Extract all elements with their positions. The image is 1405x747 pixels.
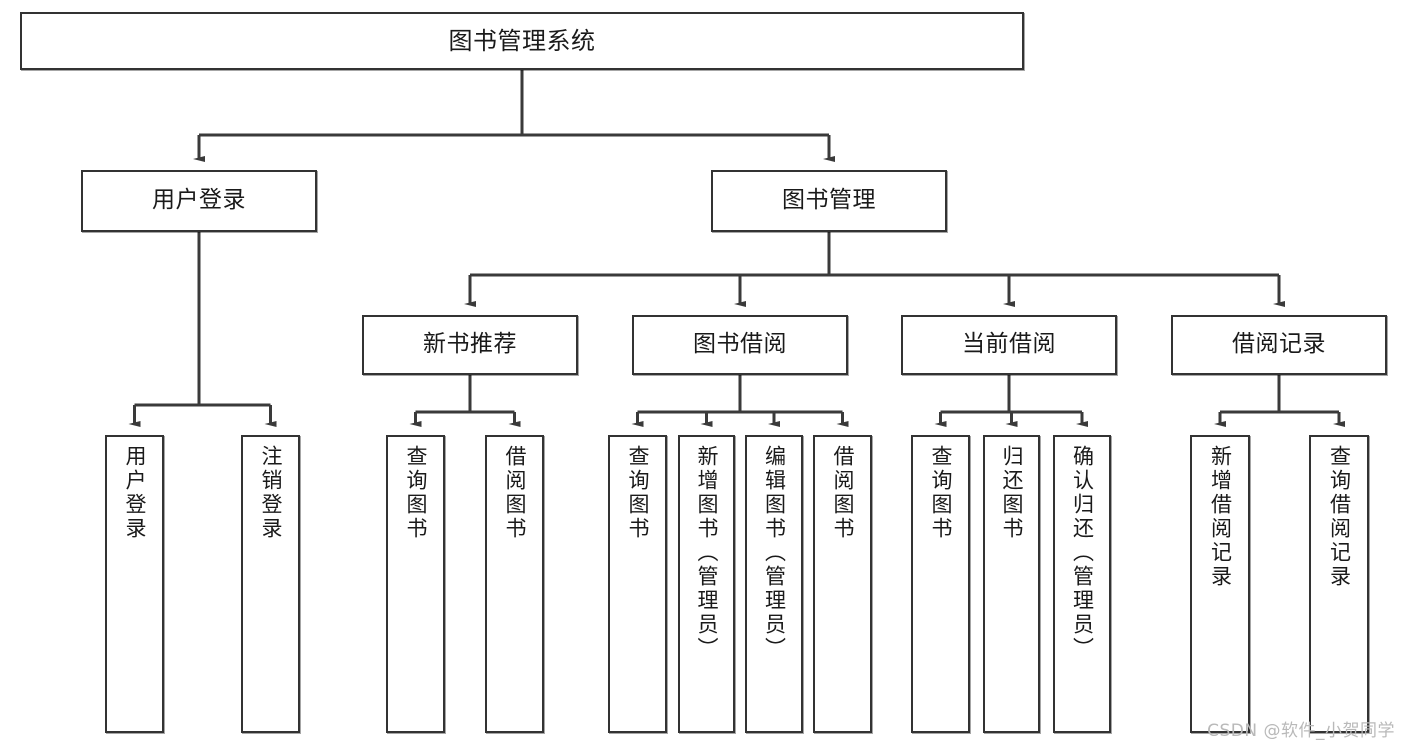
node-label: 用户登录	[123, 445, 147, 541]
node-label: 用户登录	[152, 187, 246, 214]
node-l-cur-query[interactable]: 查询图书	[911, 435, 970, 733]
node-label: 当前借阅	[962, 331, 1056, 358]
node-l-cur-confirm[interactable]: 确认归还（管理员）	[1053, 435, 1111, 733]
node-l-user-login[interactable]: 用户登录	[105, 435, 164, 733]
node-label: 新增借阅记录	[1208, 445, 1233, 589]
node-label: 编辑图书（管理员）	[762, 445, 787, 661]
node-root[interactable]: 图书管理系统	[20, 12, 1024, 70]
node-n-current[interactable]: 当前借阅	[901, 315, 1117, 375]
node-label: 新书推荐	[423, 331, 517, 358]
node-l-rec-add[interactable]: 新增借阅记录	[1190, 435, 1250, 733]
node-label: 归还图书	[1000, 445, 1024, 541]
connector-group	[128, 70, 1345, 427]
node-label: 图书借阅	[693, 331, 787, 358]
node-l-nb-query[interactable]: 查询图书	[386, 435, 445, 733]
node-l-cur-return[interactable]: 归还图书	[983, 435, 1040, 733]
node-n-book-mgmt[interactable]: 图书管理	[711, 170, 947, 232]
node-n-record[interactable]: 借阅记录	[1171, 315, 1387, 375]
node-label: 借阅图书	[503, 445, 527, 541]
node-label: 新增图书（管理员）	[695, 445, 719, 661]
node-label: 查询借阅记录	[1327, 445, 1352, 589]
node-label: 确认归还（管理员）	[1070, 445, 1095, 661]
node-label: 查询图书	[626, 445, 650, 541]
node-n-user-login[interactable]: 用户登录	[81, 170, 317, 232]
node-l-bb-add[interactable]: 新增图书（管理员）	[678, 435, 735, 733]
node-label: 查询图书	[404, 445, 428, 541]
node-l-user-logout[interactable]: 注销登录	[241, 435, 300, 733]
node-l-nb-borrow[interactable]: 借阅图书	[485, 435, 544, 733]
node-label: 借阅记录	[1232, 331, 1326, 358]
node-label: 借阅图书	[831, 445, 855, 541]
node-n-borrow[interactable]: 图书借阅	[632, 315, 848, 375]
node-label: 图书管理系统	[448, 26, 596, 55]
node-label: 图书管理	[782, 187, 876, 214]
node-l-bb-borrow[interactable]: 借阅图书	[813, 435, 872, 733]
node-l-bb-query[interactable]: 查询图书	[608, 435, 667, 733]
node-label: 注销登录	[259, 445, 283, 541]
node-n-new-book[interactable]: 新书推荐	[362, 315, 578, 375]
node-l-rec-query[interactable]: 查询借阅记录	[1309, 435, 1369, 733]
node-label: 查询图书	[929, 445, 953, 541]
node-l-bb-edit[interactable]: 编辑图书（管理员）	[745, 435, 803, 733]
